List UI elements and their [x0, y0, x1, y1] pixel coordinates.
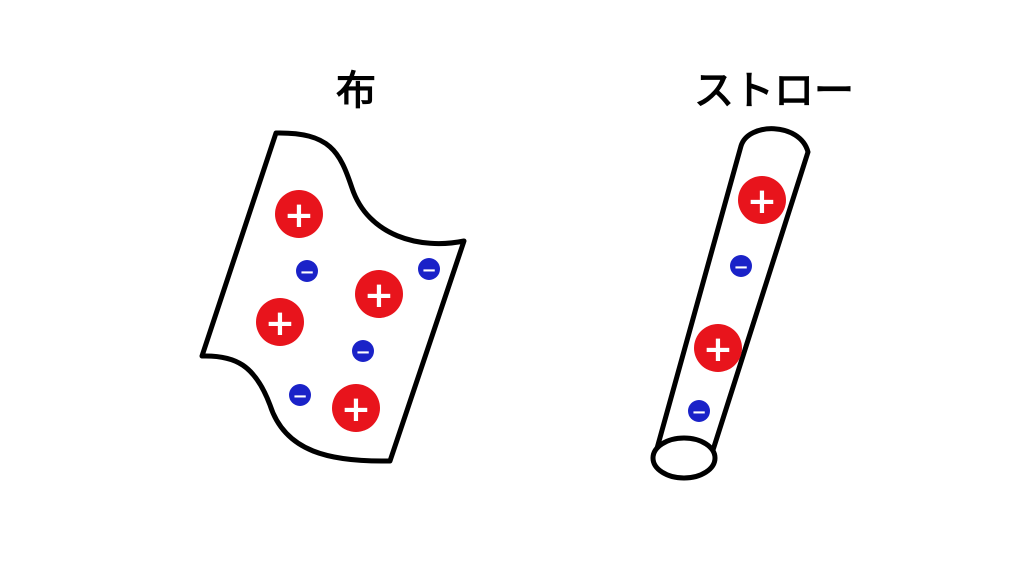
svg-text:−: −: [292, 386, 307, 407]
cloth-negative-charge: −: [418, 258, 440, 281]
svg-text:−: −: [421, 260, 436, 281]
cloth-positive-charge: +: [256, 298, 304, 346]
svg-text:+: +: [703, 329, 733, 370]
svg-text:+: +: [364, 275, 394, 316]
straw-group: ストロー + + − −: [650, 68, 854, 481]
cloth-negative-charge: −: [296, 260, 318, 283]
cloth-positive-charge: +: [332, 384, 380, 432]
svg-text:+: +: [341, 389, 371, 430]
straw-opening: [650, 435, 718, 481]
svg-text:+: +: [747, 181, 777, 222]
svg-text:−: −: [299, 262, 314, 283]
straw-positive-charge: +: [694, 324, 742, 372]
cloth-positive-charge: +: [355, 270, 403, 318]
cloth-negative-charge: −: [289, 384, 311, 407]
straw-negative-charge: −: [688, 400, 710, 423]
straw-positive-charge: +: [738, 176, 786, 224]
cloth-shape: [199, 130, 467, 464]
svg-text:+: +: [284, 195, 314, 236]
svg-text:−: −: [691, 402, 706, 423]
cloth-label: 布: [336, 68, 376, 114]
svg-text:−: −: [355, 342, 370, 363]
cloth-group: 布 + + + + −: [199, 68, 467, 464]
straw-body: [653, 126, 811, 455]
straw-negative-charge: −: [730, 255, 752, 278]
cloth-negative-charge: −: [352, 340, 374, 363]
straw-label: ストロー: [694, 68, 854, 114]
cloth-positive-charge: +: [275, 190, 323, 238]
svg-text:+: +: [265, 303, 295, 344]
svg-text:−: −: [733, 257, 748, 278]
